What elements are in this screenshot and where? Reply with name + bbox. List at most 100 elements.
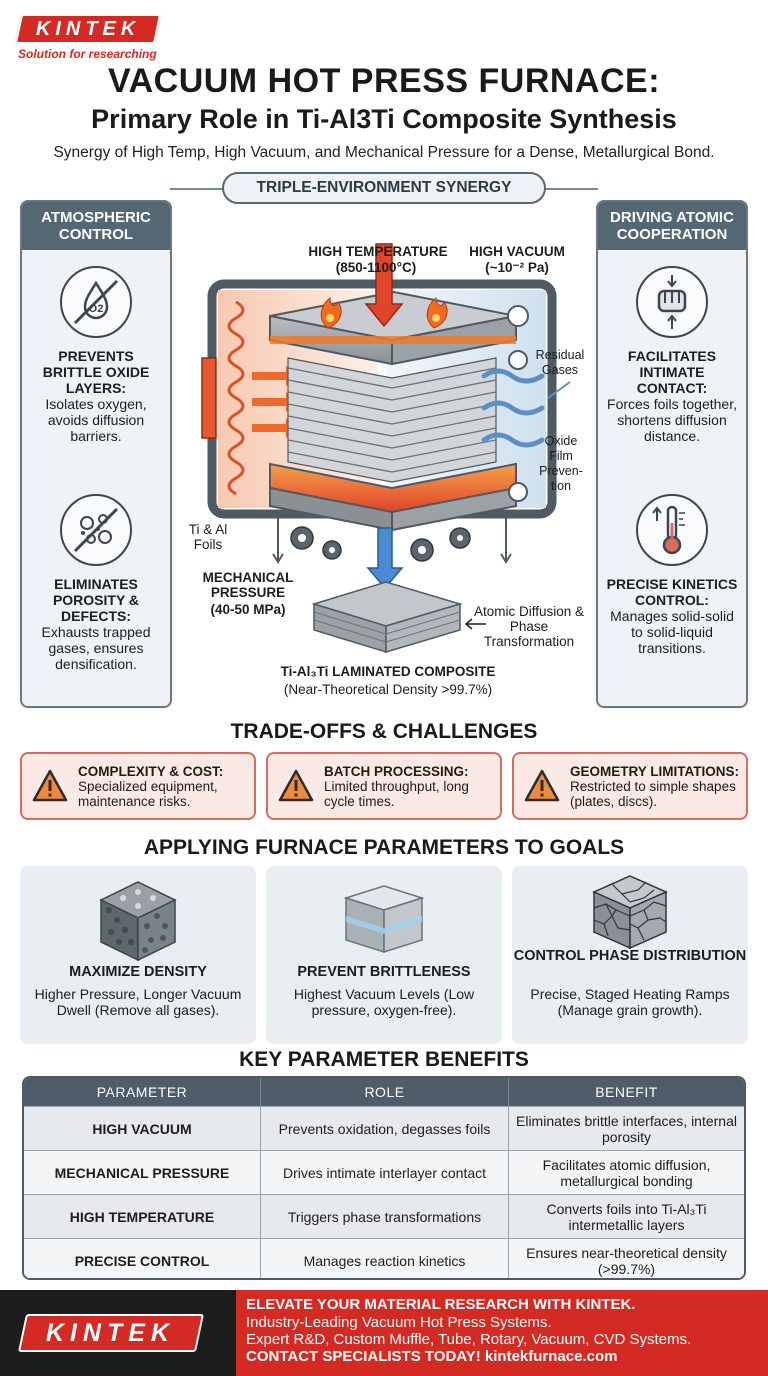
item-text: Forces foils together, shortens diffusio… xyxy=(607,396,737,444)
role-cell: Triggers phase transformations xyxy=(260,1195,508,1238)
tradeoff-text: Limited throughput, long cycle times. xyxy=(324,778,469,809)
no-oxygen-icon: O2 xyxy=(60,266,132,338)
table-row: HIGH TEMPERATURE Triggers phase transfor… xyxy=(24,1194,744,1238)
page-title: VACUUM HOT PRESS FURNACE: xyxy=(107,62,661,100)
tradeoff-text: Specialized equipment, maintenance risks… xyxy=(78,778,218,809)
tradeoff-card-complexity: COMPLEXITY & COST:Specialized equipment,… xyxy=(20,752,256,820)
column-header: ROLE xyxy=(260,1078,508,1106)
item-heading: PRECISE KINETICS CONTROL: xyxy=(606,576,738,608)
column-header: BENEFIT xyxy=(508,1078,744,1106)
residual-gases-label: Residual Gases xyxy=(535,348,585,377)
synergy-label: TRIPLE-ENVIRONMENT SYNERGY xyxy=(222,172,546,204)
page-tagline: Synergy of High Temp, High Vacuum, and M… xyxy=(53,144,715,161)
pressure-label: MECHANICAL PRESSURE xyxy=(202,570,294,600)
footer-contact-link[interactable]: CONTACT SPECIALISTS TODAY! kintekfurnace… xyxy=(246,1348,618,1365)
brand-logo: KINTEK Solution for researching xyxy=(14,14,162,61)
high-vacuum-value: (~10⁻² Pa) xyxy=(485,260,549,275)
porosity-block: ELIMINATES POROSITY & DEFECTS: Exhausts … xyxy=(22,494,170,672)
goal-text: Higher Pressure, Longer Vacuum Dwell (Re… xyxy=(34,986,242,1018)
diffusion-label: Atomic Diffusion & Phase Transformation xyxy=(473,604,585,649)
footer-logo[interactable]: KINTEK xyxy=(17,1314,205,1352)
goal-title: CONTROL PHASE DISTRIBUTION xyxy=(513,948,747,964)
benefit-cell: Facilitates atomic diffusion, metallurgi… xyxy=(508,1151,744,1194)
footer-logo-text: KINTEK xyxy=(46,1318,176,1347)
item-heading: FACILITATES INTIMATE CONTACT: xyxy=(627,348,717,396)
parameter-cell: HIGH TEMPERATURE xyxy=(69,1208,215,1225)
footer-cta-panel: ELEVATE YOUR MATERIAL RESEARCH WITH KINT… xyxy=(236,1290,768,1376)
page-subtitle: Primary Role in Ti-Al3Ti Composite Synth… xyxy=(91,104,677,134)
foils-label: Ti & Al Foils xyxy=(188,522,228,552)
warning-icon xyxy=(32,769,68,802)
panel-title: ATMOSPHERIC CONTROL xyxy=(22,202,170,250)
logo-badge: KINTEK xyxy=(14,14,162,44)
tradeoff-title: COMPLEXITY & COST: xyxy=(78,763,224,779)
item-text: Manages solid-solid to solid-liquid tran… xyxy=(610,608,734,656)
goal-text: Precise, Staged Heating Ramps (Manage gr… xyxy=(530,986,730,1018)
warning-icon xyxy=(278,769,314,802)
press-fist-icon xyxy=(636,266,708,338)
goal-title: PREVENT BRITTLENESS xyxy=(297,964,471,980)
tradeoff-title: BATCH PROCESSING: xyxy=(324,763,469,779)
no-porosity-icon xyxy=(60,494,132,566)
benefit-cell: Converts foils into Ti-Al₃Ti intermetall… xyxy=(508,1195,744,1238)
high-temp-label: HIGH TEMPERATURE xyxy=(308,244,448,259)
goals-heading: APPLYING FURNACE PARAMETERS TO GOALS xyxy=(143,836,625,859)
warning-icon xyxy=(524,769,560,802)
grain-cube-icon xyxy=(592,875,668,950)
item-heading: ELIMINATES POROSITY & DEFECTS: xyxy=(52,576,140,624)
pressure-value: (40-50 MPa) xyxy=(210,602,286,617)
footer-headline: ELEVATE YOUR MATERIAL RESEARCH WITH KINT… xyxy=(246,1296,636,1313)
footer-banner: KINTEK ELEVATE YOUR MATERIAL RESEARCH WI… xyxy=(0,1290,768,1376)
connector-line-right xyxy=(544,188,598,190)
dense-cube-icon xyxy=(99,881,177,962)
connector-line-left xyxy=(170,188,224,190)
goal-title: MAXIMIZE DENSITY xyxy=(69,964,207,980)
table-row: MECHANICAL PRESSURE Drives intimate inte… xyxy=(24,1150,744,1194)
logo-tagline: Solution for researching xyxy=(18,47,157,61)
benefit-cell: Ensures near-theoretical density (>99.7%… xyxy=(508,1239,744,1278)
table-row: HIGH VACUUM Prevents oxidation, degasses… xyxy=(24,1106,744,1150)
furnace-illustration xyxy=(201,243,571,654)
logo-text: KINTEK xyxy=(35,17,141,40)
parameter-cell: HIGH VACUUM xyxy=(92,1120,192,1137)
item-text: Exhausts trapped gases, ensures densific… xyxy=(41,624,151,672)
tradeoff-text: Restricted to simple shapes (plates, dis… xyxy=(570,778,736,809)
thermometer-icon xyxy=(636,494,708,566)
metal-block-icon xyxy=(343,885,425,954)
tradeoffs-heading: TRADE-OFFS & CHALLENGES xyxy=(230,720,538,743)
item-heading: PREVENTS BRITTLE OXIDE LAYERS: xyxy=(42,348,150,396)
benefits-heading: KEY PARAMETER BENEFITS xyxy=(239,1048,529,1071)
footer-line-1: Industry-Leading Vacuum Hot Press System… xyxy=(246,1314,552,1331)
composite-label: Ti-Al₃Ti LAMINATED COMPOSITE xyxy=(280,664,496,679)
tradeoff-card-geometry: GEOMETRY LIMITATIONS:Restricted to simpl… xyxy=(512,752,748,820)
tradeoff-card-batch: BATCH PROCESSING:Limited throughput, lon… xyxy=(266,752,502,820)
oxide-prevention-block: O2 PREVENTS BRITTLE OXIDE LAYERS: Isolat… xyxy=(22,266,170,444)
role-cell: Manages reaction kinetics xyxy=(260,1239,508,1278)
column-header: PARAMETER xyxy=(96,1084,188,1100)
atmospheric-control-panel: ATMOSPHERIC CONTROL O2 PREVENTS BRITTLE … xyxy=(20,200,172,708)
role-cell: Prevents oxidation, degasses foils xyxy=(260,1107,508,1150)
high-temp-value: (850-1100°C) xyxy=(335,260,417,275)
panel-title: DRIVING ATOMIC COOPERATION xyxy=(598,202,746,250)
benefit-cell: Eliminates brittle interfaces, internal … xyxy=(508,1107,744,1150)
goal-card-phase: CONTROL PHASE DISTRIBUTION Precise, Stag… xyxy=(512,866,748,1044)
intimate-contact-block: FACILITATES INTIMATE CONTACT: Forces foi… xyxy=(598,266,746,444)
role-cell: Drives intimate interlayer contact xyxy=(260,1151,508,1194)
atomic-cooperation-panel: DRIVING ATOMIC COOPERATION FACILITATES I… xyxy=(596,200,748,708)
footer-line-2: Expert R&D, Custom Muffle, Tube, Rotary,… xyxy=(246,1331,692,1348)
furnace-diagram: HIGH TEMPERATURE (850-1100°C) HIGH VACUU… xyxy=(178,232,588,702)
item-text: Isolates oxygen, avoids diffusion barrie… xyxy=(45,396,147,444)
parameter-cell: MECHANICAL PRESSURE xyxy=(54,1164,230,1181)
tradeoff-title: GEOMETRY LIMITATIONS: xyxy=(570,763,739,779)
goal-card-brittleness: PREVENT BRITTLENESS Highest Vacuum Level… xyxy=(266,866,502,1044)
oxide-film-label: Oxide Film Preven- tion xyxy=(539,434,583,493)
goal-card-density: MAXIMIZE DENSITY Higher Pressure, Longer… xyxy=(20,866,256,1044)
high-vacuum-label: HIGH VACUUM xyxy=(469,244,565,259)
table-header-row: PARAMETER ROLE BENEFIT xyxy=(24,1078,744,1106)
table-row: PRECISE CONTROL Manages reaction kinetic… xyxy=(24,1238,744,1278)
parameter-benefits-table: PARAMETER ROLE BENEFIT HIGH VACUUM Preve… xyxy=(22,1076,746,1280)
composite-density: (Near-Theoretical Density >99.7%) xyxy=(283,682,493,697)
parameter-cell: PRECISE CONTROL xyxy=(74,1252,210,1269)
kinetics-control-block: PRECISE KINETICS CONTROL: Manages solid-… xyxy=(598,494,746,656)
goal-text: Highest Vacuum Levels (Low pressure, oxy… xyxy=(293,986,475,1018)
